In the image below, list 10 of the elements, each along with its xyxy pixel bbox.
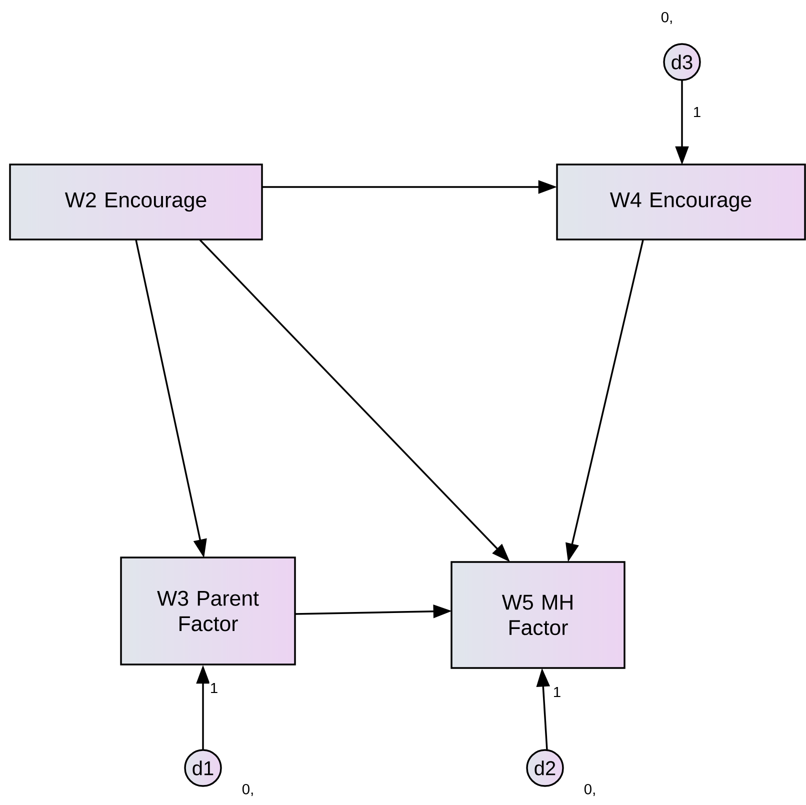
variable-box: W5 MH Factor — [450, 561, 626, 669]
variable-box: W4 Encourage — [556, 164, 806, 240]
variance-label: 0, — [242, 784, 253, 796]
variable-box: W2 Encourage — [9, 164, 263, 240]
variance-label: 0, — [661, 12, 672, 24]
variable-box: W3 Parent Factor — [120, 556, 296, 666]
edge-label: 1 — [211, 682, 218, 694]
variance-label: 0, — [584, 784, 595, 796]
edge-label: 1 — [554, 686, 560, 698]
edge-label: 1 — [694, 106, 700, 118]
